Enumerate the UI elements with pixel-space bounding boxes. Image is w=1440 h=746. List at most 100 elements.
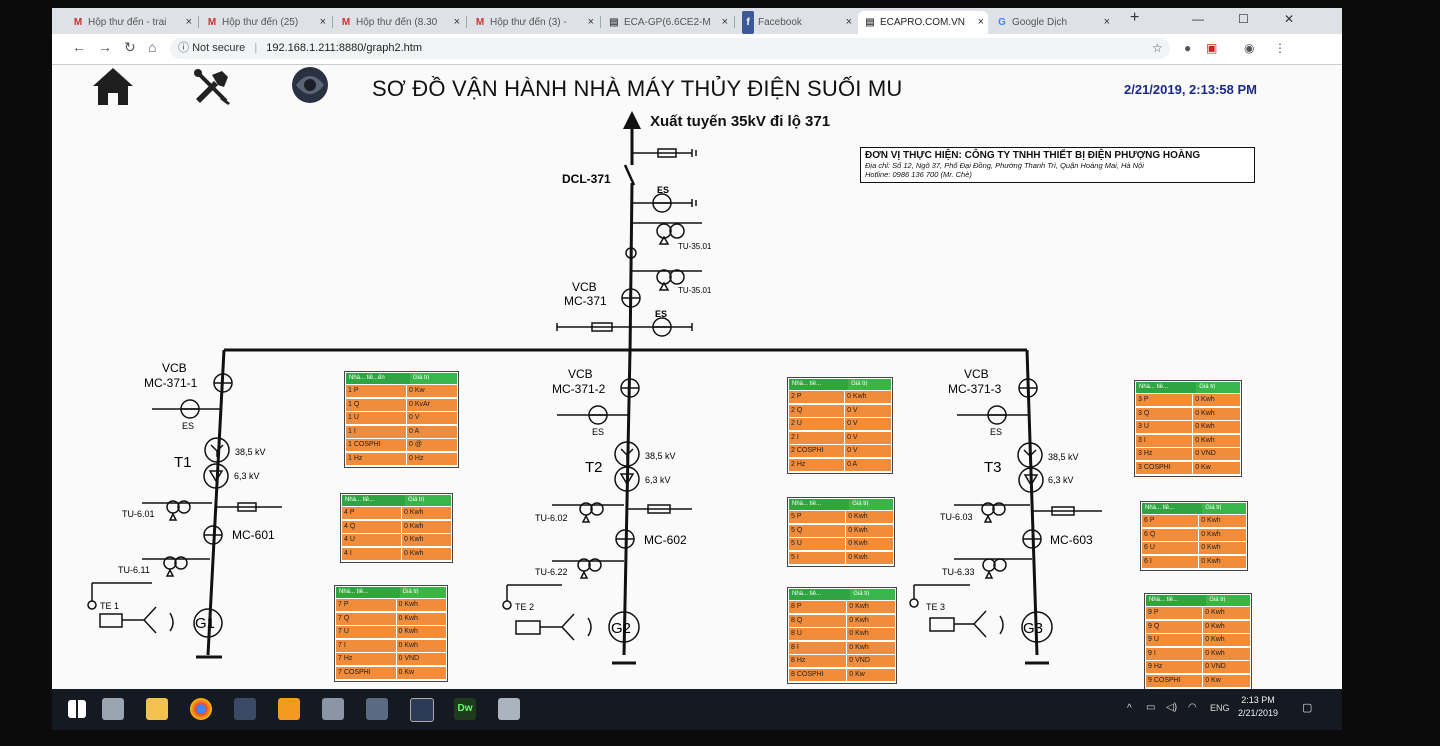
param-value: 0 Kwh — [1199, 515, 1246, 527]
minimize-icon[interactable]: — — [1192, 12, 1204, 26]
notification-icon[interactable]: ▢ — [1302, 702, 1313, 714]
menu-kebab-icon[interactable]: ⋮ — [1274, 41, 1286, 55]
profile-avatar-icon[interactable]: ◉ — [1244, 41, 1255, 55]
contractor-address: Địa chỉ: Số 12, Ngõ 37, Phố Đại Đồng, Ph… — [865, 161, 1144, 170]
param-name: 8 Q — [789, 614, 848, 627]
bookmark-star-icon[interactable]: ☆ — [1152, 41, 1163, 55]
task-view-icon[interactable] — [102, 698, 124, 720]
tu35-label: TU-35.01 — [678, 242, 712, 251]
svg-text:6,3 kV: 6,3 kV — [234, 471, 260, 481]
header-value: Giá trị — [1209, 597, 1226, 603]
svg-text:38,5 kV: 38,5 kV — [235, 447, 266, 457]
home-icon[interactable] — [90, 65, 136, 107]
generator-icon[interactable] — [288, 65, 332, 105]
tab-close-icon[interactable]: × — [453, 16, 460, 28]
param-name: 4 I — [342, 547, 402, 560]
info-icon[interactable]: ⓘ — [178, 42, 189, 54]
param-value: 0 Kw — [1203, 674, 1250, 687]
app-icon[interactable] — [234, 698, 256, 720]
taskbar-clock[interactable]: 2:13 PM 2/21/2019 — [1238, 695, 1279, 718]
param-name: 8 Hz — [789, 655, 848, 667]
gmail-icon: M — [341, 17, 351, 28]
mc-371-2-label: MC-371-2 — [552, 382, 606, 396]
tab-close-icon[interactable]: × — [185, 16, 192, 28]
tab-close-icon[interactable]: × — [587, 16, 594, 28]
back-icon[interactable]: ← — [72, 39, 86, 55]
table-header: Nhà... tiê...Giá trị — [789, 379, 891, 390]
table-header: Nhà... tiê...Giá trị — [342, 495, 451, 506]
new-tab-icon[interactable]: + — [1130, 9, 1140, 26]
mc-601-label: MC-601 — [232, 528, 275, 542]
feeder-arrow-icon — [623, 111, 641, 129]
app-icon[interactable] — [322, 698, 344, 720]
tab-close-icon[interactable]: × — [977, 16, 984, 28]
close-window-icon[interactable]: ✕ — [1284, 12, 1295, 26]
param-name: 5 U — [789, 538, 847, 550]
param-value: 0 VND — [1203, 661, 1250, 673]
param-value: 0 V — [407, 412, 457, 424]
wifi-icon[interactable]: ◠ — [1188, 702, 1197, 713]
contractor-name: ĐƠN VỊ THỰC HIỆN: CÔNG TY TNHH THIẾT BỊ … — [865, 150, 1201, 161]
language-indicator[interactable]: ENG — [1210, 703, 1230, 713]
maximize-icon[interactable]: ☐ — [1238, 12, 1249, 26]
dcl-switch[interactable] — [623, 164, 636, 186]
tab-close-icon[interactable]: × — [1103, 16, 1110, 28]
app-icon[interactable] — [278, 698, 300, 720]
tab-close-icon[interactable]: × — [319, 16, 326, 28]
param-name: 4 Q — [342, 520, 402, 533]
image-viewer-icon[interactable] — [410, 698, 434, 722]
browser-tab-active[interactable]: ▤ECAPRO.COM.VN× — [858, 11, 988, 34]
tab-close-icon[interactable]: × — [721, 16, 728, 28]
param-name: 1 P — [346, 385, 408, 397]
dreamweaver-icon[interactable]: Dw — [454, 698, 476, 720]
param-value: 0 VND — [847, 655, 895, 667]
extension-icon[interactable]: ● — [1184, 41, 1192, 55]
param-name: 7 Hz — [336, 653, 397, 665]
header-name: Nhà... tiê... — [1142, 503, 1203, 514]
battery-icon[interactable]: ▭ — [1146, 702, 1156, 713]
forward-icon[interactable]: → — [98, 39, 112, 55]
page-title: SƠ ĐỒ VẬN HÀNH NHÀ MÁY THỦY ĐIỆN SUỐI MU — [372, 76, 903, 101]
param-name: 2 I — [789, 431, 846, 444]
reload-icon[interactable]: ↻ — [124, 39, 136, 55]
param-value: 0 Kwh — [847, 628, 895, 640]
home-icon[interactable]: ⌂ — [148, 39, 157, 55]
header-name: Nhà... tiê... — [1146, 595, 1207, 606]
app-icon[interactable] — [366, 698, 388, 720]
tray-chevron-icon[interactable]: ^ — [1127, 703, 1132, 714]
tab-close-icon[interactable]: × — [845, 16, 852, 28]
header-value: Giá trị — [407, 497, 424, 503]
address-bar[interactable]: ⓘ Not secure | 192.168.1.211:8880/graph2… — [170, 38, 1170, 59]
browser-tab[interactable]: ▤ECA-GP(6.6CE2-M× — [602, 11, 732, 34]
chrome-icon[interactable] — [190, 698, 212, 720]
param-value: 0 Kw — [407, 385, 457, 397]
param-value: 0 Kwh — [396, 612, 446, 625]
windows-start-icon[interactable] — [68, 700, 86, 718]
file-explorer-icon[interactable] — [146, 698, 168, 720]
feeder-label: Xuất tuyến 35kV đi lộ 371 — [650, 113, 830, 130]
volume-icon[interactable]: ◁) — [1166, 702, 1178, 713]
param-name: 9 Q — [1146, 620, 1204, 633]
tools-icon[interactable] — [192, 67, 234, 105]
extension-icon[interactable]: ▣ — [1206, 41, 1218, 55]
network-app-icon[interactable] — [498, 698, 520, 720]
